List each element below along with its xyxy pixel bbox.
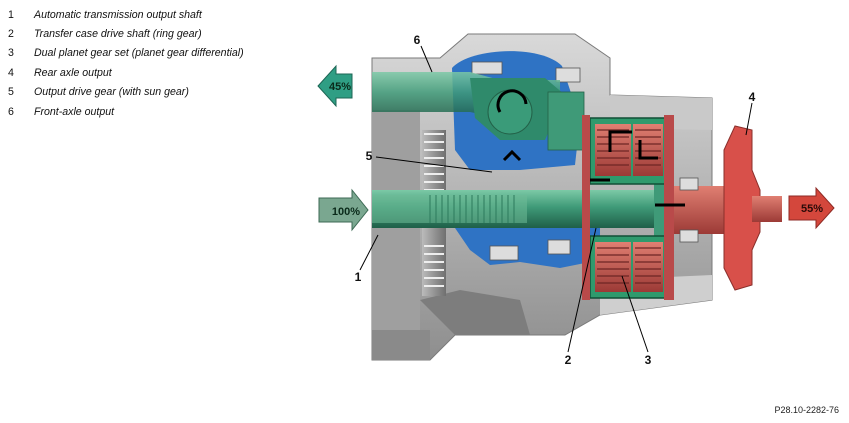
callout-2: 2: [565, 353, 572, 367]
rear-flow-label: 55%: [801, 203, 823, 215]
front-flow-label: 45%: [329, 81, 351, 93]
input-flow-label: 100%: [332, 206, 360, 218]
rear-axle-flange: [674, 125, 782, 291]
power-flow-arrows: [496, 89, 685, 207]
callout-3: 3: [645, 353, 652, 367]
input-flow-arrow: 100%: [318, 188, 369, 232]
main-drive-shaft: [372, 180, 674, 240]
front-axle-shaft: [372, 72, 585, 151]
callout-5: 5: [366, 149, 373, 163]
planet-gear-set: [582, 115, 674, 300]
chain-drive-lower: [455, 228, 600, 268]
callout-6: 6: [414, 33, 421, 47]
callout-leaders: [359, 45, 753, 353]
rear-flow-arrow: 55%: [788, 186, 835, 230]
callout-4: 4: [749, 90, 756, 104]
front-flow-arrow: 45%: [317, 64, 353, 108]
callout-1: 1: [355, 270, 362, 284]
figure-reference: P28.10-2282-76: [774, 405, 839, 415]
